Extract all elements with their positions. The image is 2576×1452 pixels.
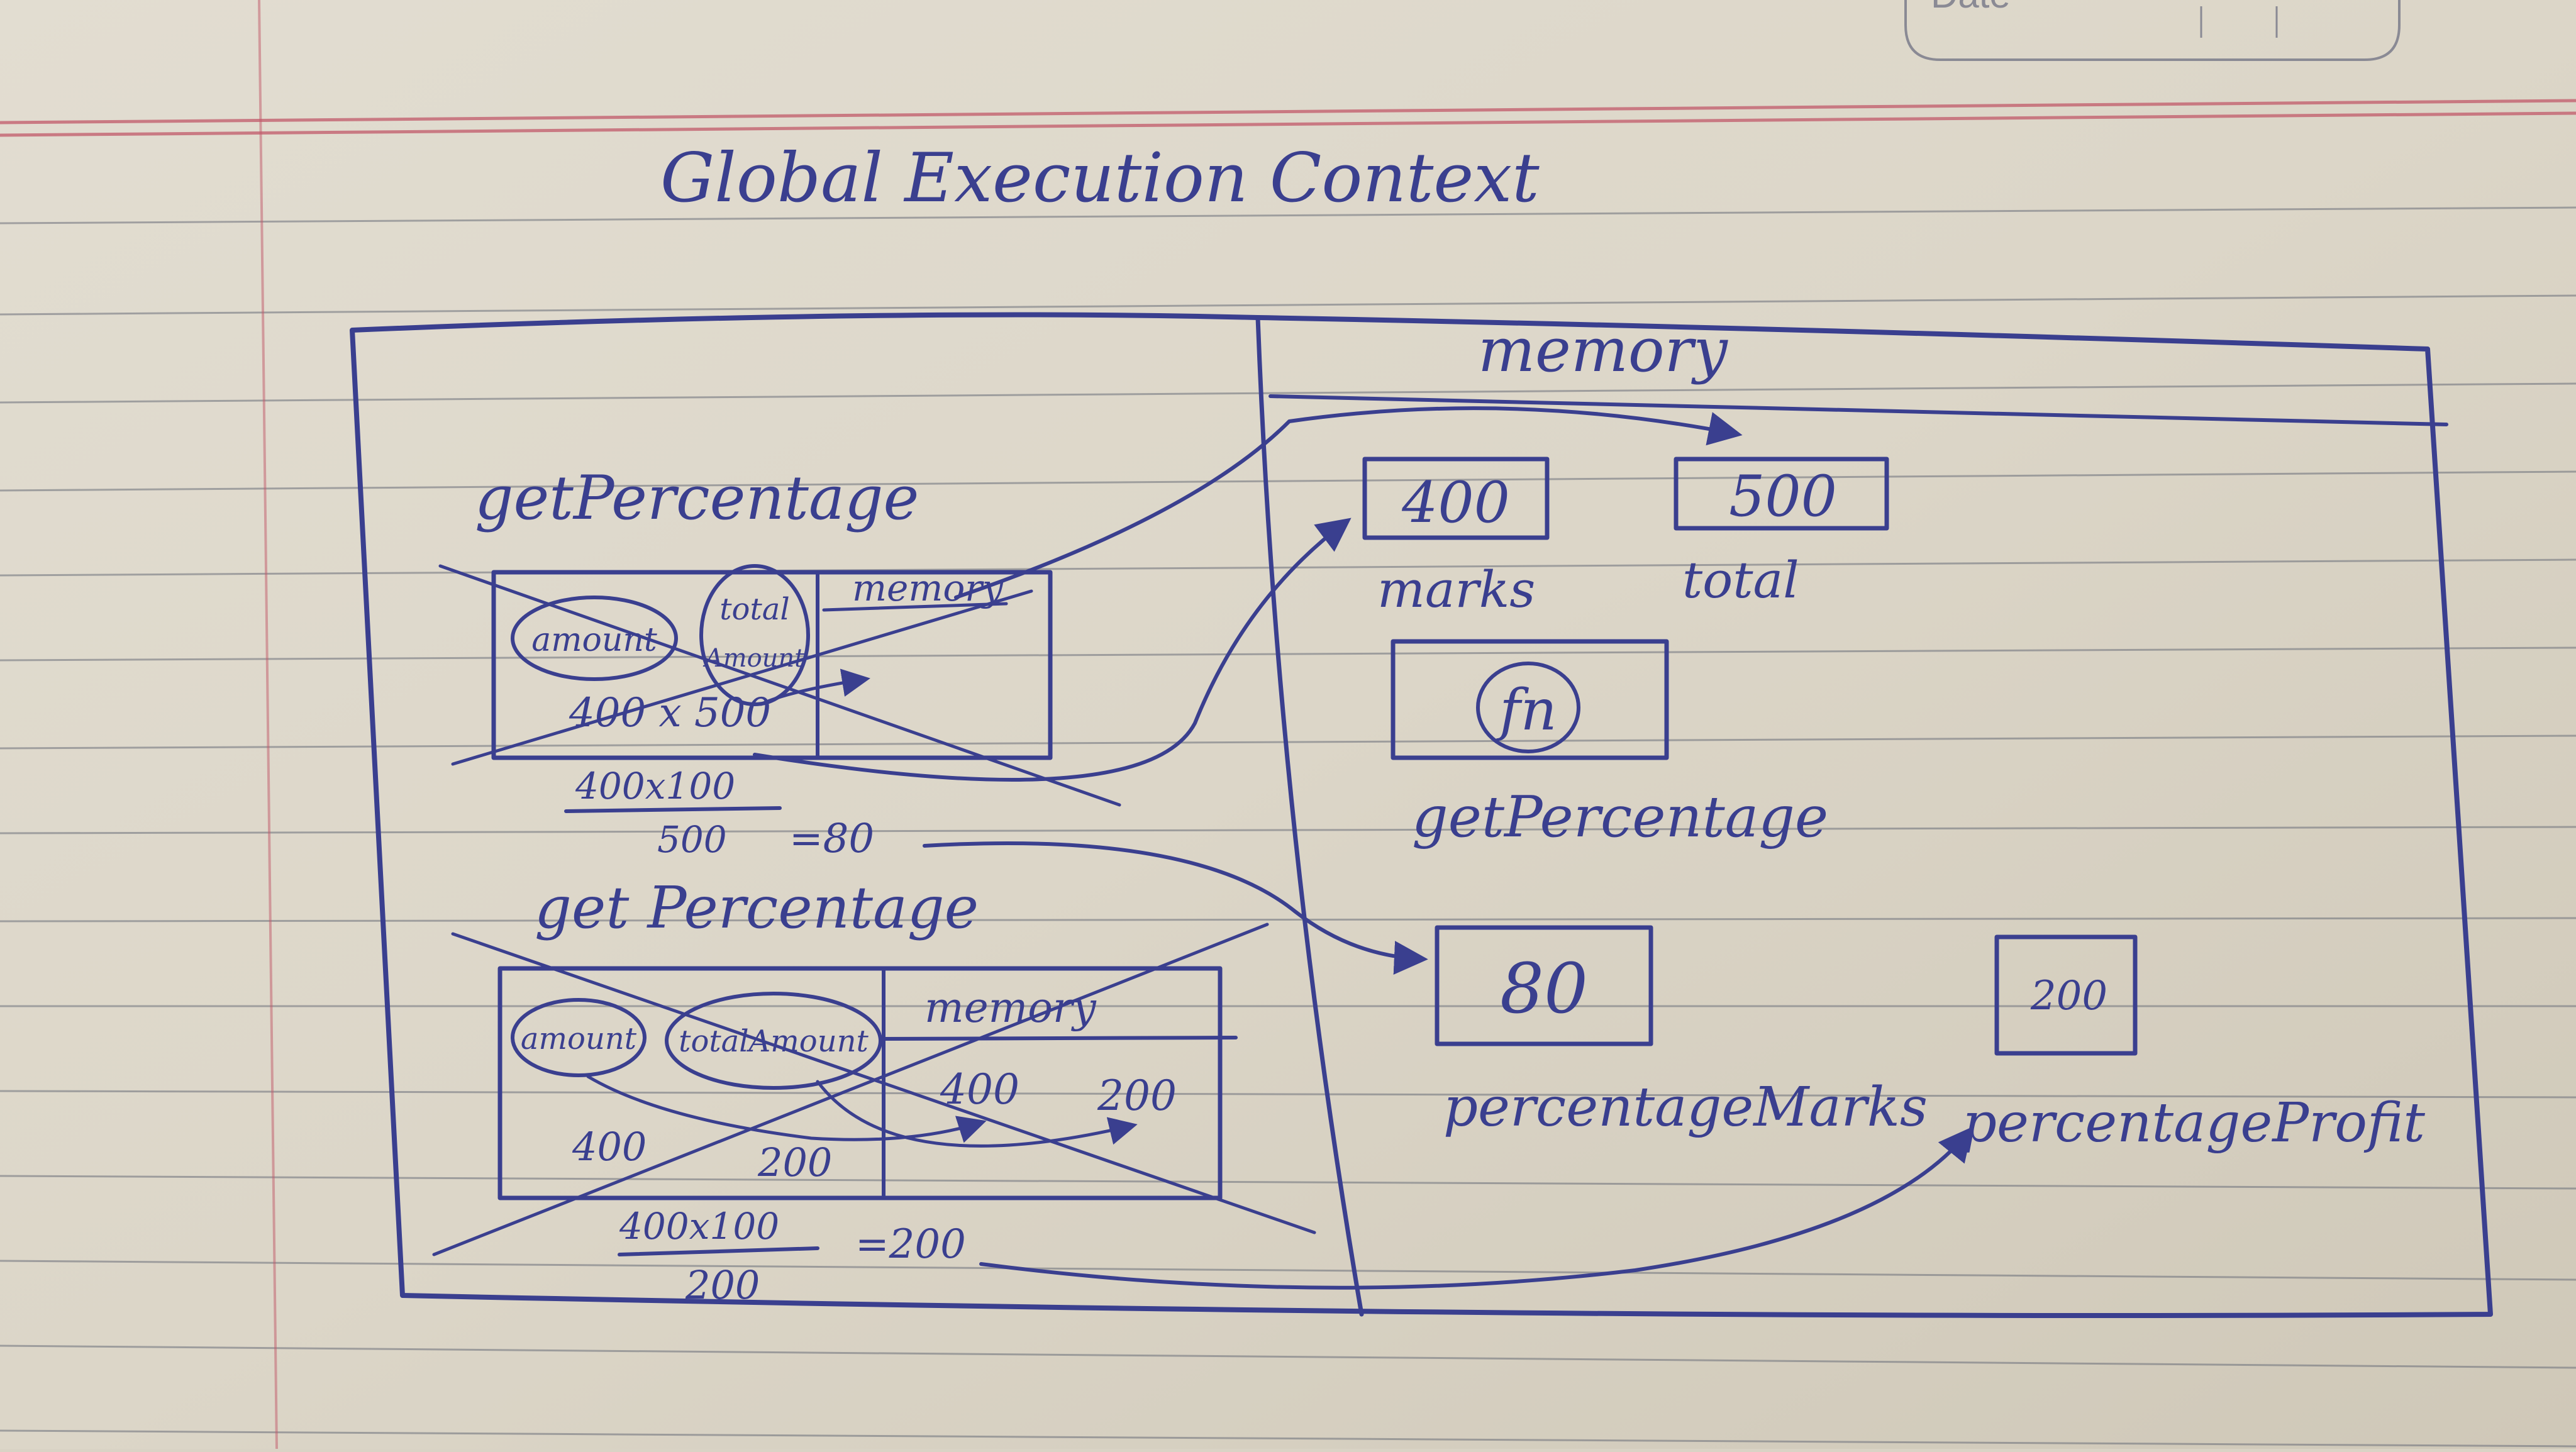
call1-param1-oval bbox=[511, 596, 678, 681]
call2-box bbox=[497, 966, 1223, 1200]
call1-param2: total bbox=[719, 592, 789, 627]
memory-marks: 400 marks bbox=[1362, 457, 1550, 619]
memory-underline bbox=[1269, 394, 2448, 426]
call2-cross-2 bbox=[432, 923, 1269, 1256]
call1-param2-oval bbox=[699, 564, 810, 706]
percentage-marks-value: 80 bbox=[1500, 948, 1588, 1029]
percentage-marks-box bbox=[1435, 925, 1653, 1046]
call2-numerator: 400x100 bbox=[619, 1205, 779, 1248]
left-margin-line bbox=[258, 0, 278, 1449]
memory-percentage-marks: 80 percentageMarks bbox=[1435, 925, 1928, 1139]
call2-param1: amount bbox=[521, 1021, 637, 1056]
call2-param1-oval bbox=[511, 998, 647, 1077]
call2-param2-oval bbox=[665, 992, 882, 1090]
total-value: 500 bbox=[1729, 463, 1837, 529]
call2-result: =200 bbox=[855, 1221, 966, 1268]
call1-param1: amount bbox=[531, 621, 657, 659]
call2-memory-underline bbox=[882, 1036, 1238, 1041]
call1-expression: 400 x 500 bbox=[569, 690, 771, 736]
fn-circle bbox=[1476, 662, 1580, 753]
memory-total: 500 total bbox=[1674, 457, 1889, 609]
percentage-marks-label: percentageMarks bbox=[1443, 1076, 1928, 1139]
date-label: Date bbox=[1931, 0, 2011, 16]
call1-memory-underline bbox=[822, 602, 1008, 612]
arrow-call1-to-total bbox=[954, 406, 1743, 599]
function-label: getPercentage bbox=[1412, 784, 1828, 850]
arrow-marks-to-call1 bbox=[753, 518, 1352, 782]
total-box bbox=[1674, 457, 1889, 531]
call1-result: =80 bbox=[789, 816, 874, 862]
call1-fraction-bar bbox=[564, 806, 782, 813]
call2-execution-context: get Percentage memory amount totalAmount… bbox=[432, 874, 1316, 1308]
percentage-profit-label: percentageProfit bbox=[1962, 1092, 2425, 1155]
call1-param2-sub: Amount bbox=[702, 644, 805, 673]
arrow-call2-param1 bbox=[586, 1075, 987, 1143]
arrow-call1-internal bbox=[759, 668, 870, 706]
call2-arg2: 200 bbox=[757, 1139, 832, 1185]
ruled-lines bbox=[0, 206, 2576, 1448]
header-margin-lines bbox=[0, 99, 2576, 137]
call2-title: get Percentage bbox=[535, 874, 979, 941]
call2-param2: totalAmount bbox=[679, 1024, 869, 1059]
call2-memory-label: memory bbox=[924, 984, 1097, 1032]
fn-value: fn bbox=[1496, 677, 1557, 743]
call1-denominator: 500 bbox=[657, 818, 727, 861]
execution-context-box bbox=[350, 312, 2493, 1318]
diagram-title: Global Execution Context bbox=[660, 139, 1540, 218]
arrow-call2-param2 bbox=[816, 1080, 1138, 1148]
percentage-profit-box bbox=[1994, 934, 2138, 1056]
call2-denominator: 200 bbox=[685, 1262, 760, 1308]
arrow-result-to-percentage-marks bbox=[923, 841, 1428, 975]
total-label: total bbox=[1682, 551, 1799, 609]
call1-title: getPercentage bbox=[475, 463, 919, 533]
marks-box bbox=[1362, 457, 1550, 540]
call1-cross-2 bbox=[451, 589, 1033, 766]
marks-label: marks bbox=[1377, 560, 1535, 619]
call2-fraction-bar bbox=[618, 1246, 819, 1256]
memory-heading: memory bbox=[1478, 315, 1729, 385]
call2-cross-1 bbox=[451, 932, 1316, 1234]
function-box bbox=[1391, 639, 1669, 760]
date-tab: Date bbox=[1904, 0, 2401, 61]
connector-arrows bbox=[586, 406, 1973, 1290]
memory-percentage-profit: 200 percentageProfit bbox=[1962, 934, 2425, 1155]
context-divider bbox=[1255, 315, 1364, 1317]
percentage-profit-value: 200 bbox=[2030, 973, 2107, 1019]
call2-arg1: 400 bbox=[572, 1124, 647, 1170]
call1-cross-1 bbox=[438, 564, 1121, 807]
memory-function: fn getPercentage bbox=[1391, 639, 1828, 850]
arrow-result-to-percentage-profit bbox=[979, 1126, 1973, 1290]
call1-numerator: 400x100 bbox=[575, 765, 735, 807]
call2-mem-val2: 200 bbox=[1097, 1072, 1177, 1120]
marks-value: 400 bbox=[1401, 470, 1510, 536]
